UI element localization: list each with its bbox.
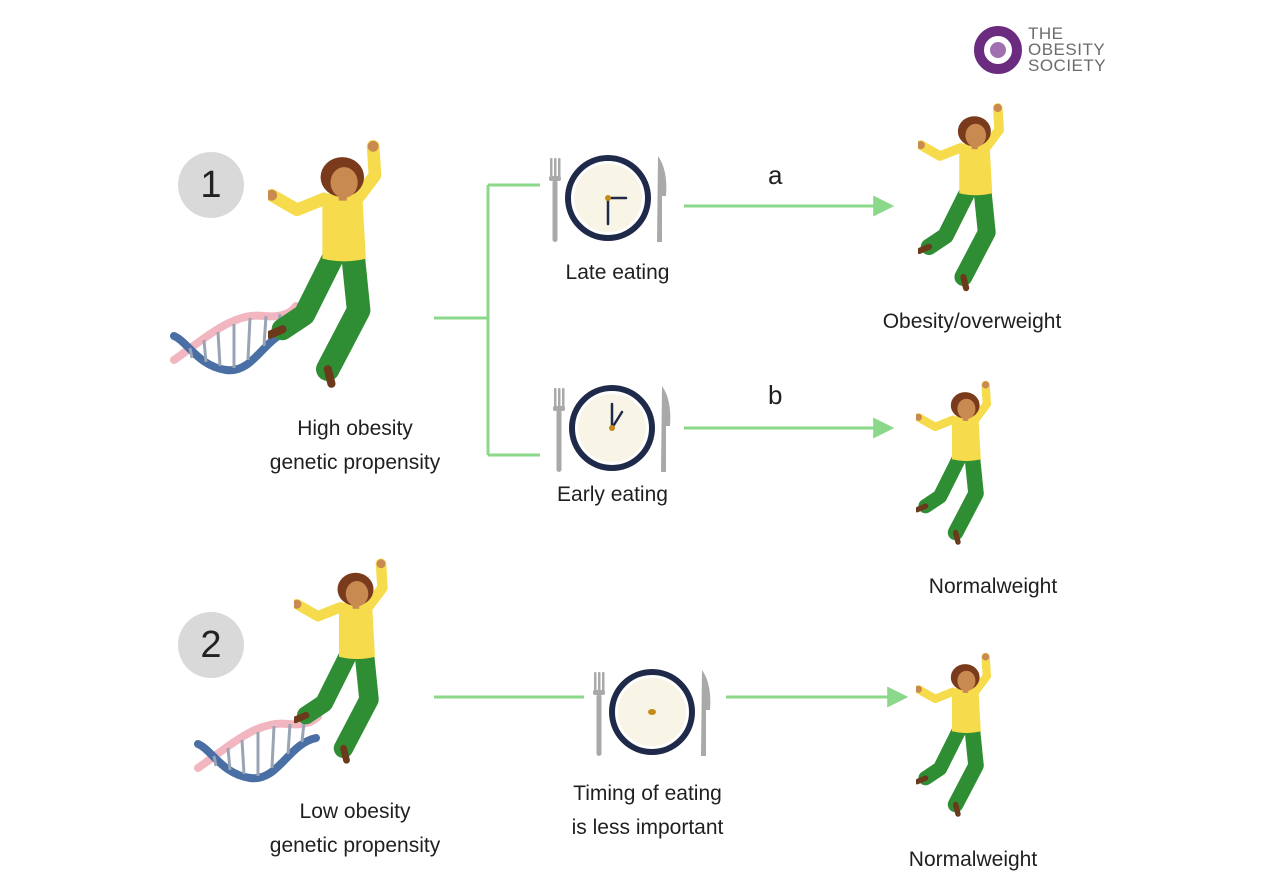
high-propensity-label: High obesity genetic propensity: [230, 412, 480, 480]
normalweight-outcome-2-label: Normalweight: [908, 848, 1038, 871]
logo-text: THE OBESITY SOCIETY: [1028, 24, 1107, 75]
early-eating-clock-icon: [548, 380, 678, 476]
woman-normalweight-outcome-1-icon: [916, 366, 1012, 561]
high-propensity-line-1: High obesity: [297, 417, 413, 440]
timing-less-important-label: Timing of eating is less important: [535, 777, 760, 845]
timing-line-2: is less important: [571, 816, 724, 839]
logo-line-society: SOCIETY: [1028, 56, 1107, 75]
woman-low-propensity-icon: [294, 542, 414, 782]
late-eating-label: Late eating: [565, 261, 670, 284]
obesity-outcome-label: Obesity/overweight: [882, 310, 1062, 333]
scenario-2-number-badge: 2: [178, 612, 244, 678]
low-propensity-line-2: genetic propensity: [269, 834, 441, 857]
woman-obesity-outcome-icon: [918, 92, 1028, 304]
scenario-1-number-badge: 1: [178, 152, 244, 218]
late-eating-clock-icon: [544, 150, 674, 246]
low-propensity-label: Low obesity genetic propensity: [230, 795, 480, 863]
timing-line-1: Timing of eating: [573, 782, 722, 805]
woman-normalweight-outcome-2-icon: [916, 633, 1012, 838]
obesity-society-logo-icon: [974, 26, 1022, 74]
woman-high-propensity-icon: [268, 130, 413, 400]
high-propensity-line-2: genetic propensity: [269, 451, 441, 474]
logo-line-the: THE: [1028, 24, 1064, 43]
path-letter-b: b: [768, 380, 783, 410]
low-propensity-line-1: Low obesity: [299, 800, 411, 823]
normalweight-outcome-1-label: Normalweight: [928, 575, 1058, 598]
timing-clock-icon: [588, 664, 718, 760]
path-letter-a: a: [768, 160, 783, 190]
early-eating-label: Early eating: [557, 483, 668, 506]
logo: THE OBESITY SOCIETY: [972, 24, 1122, 76]
logo-line-obesity: OBESITY: [1028, 40, 1106, 59]
